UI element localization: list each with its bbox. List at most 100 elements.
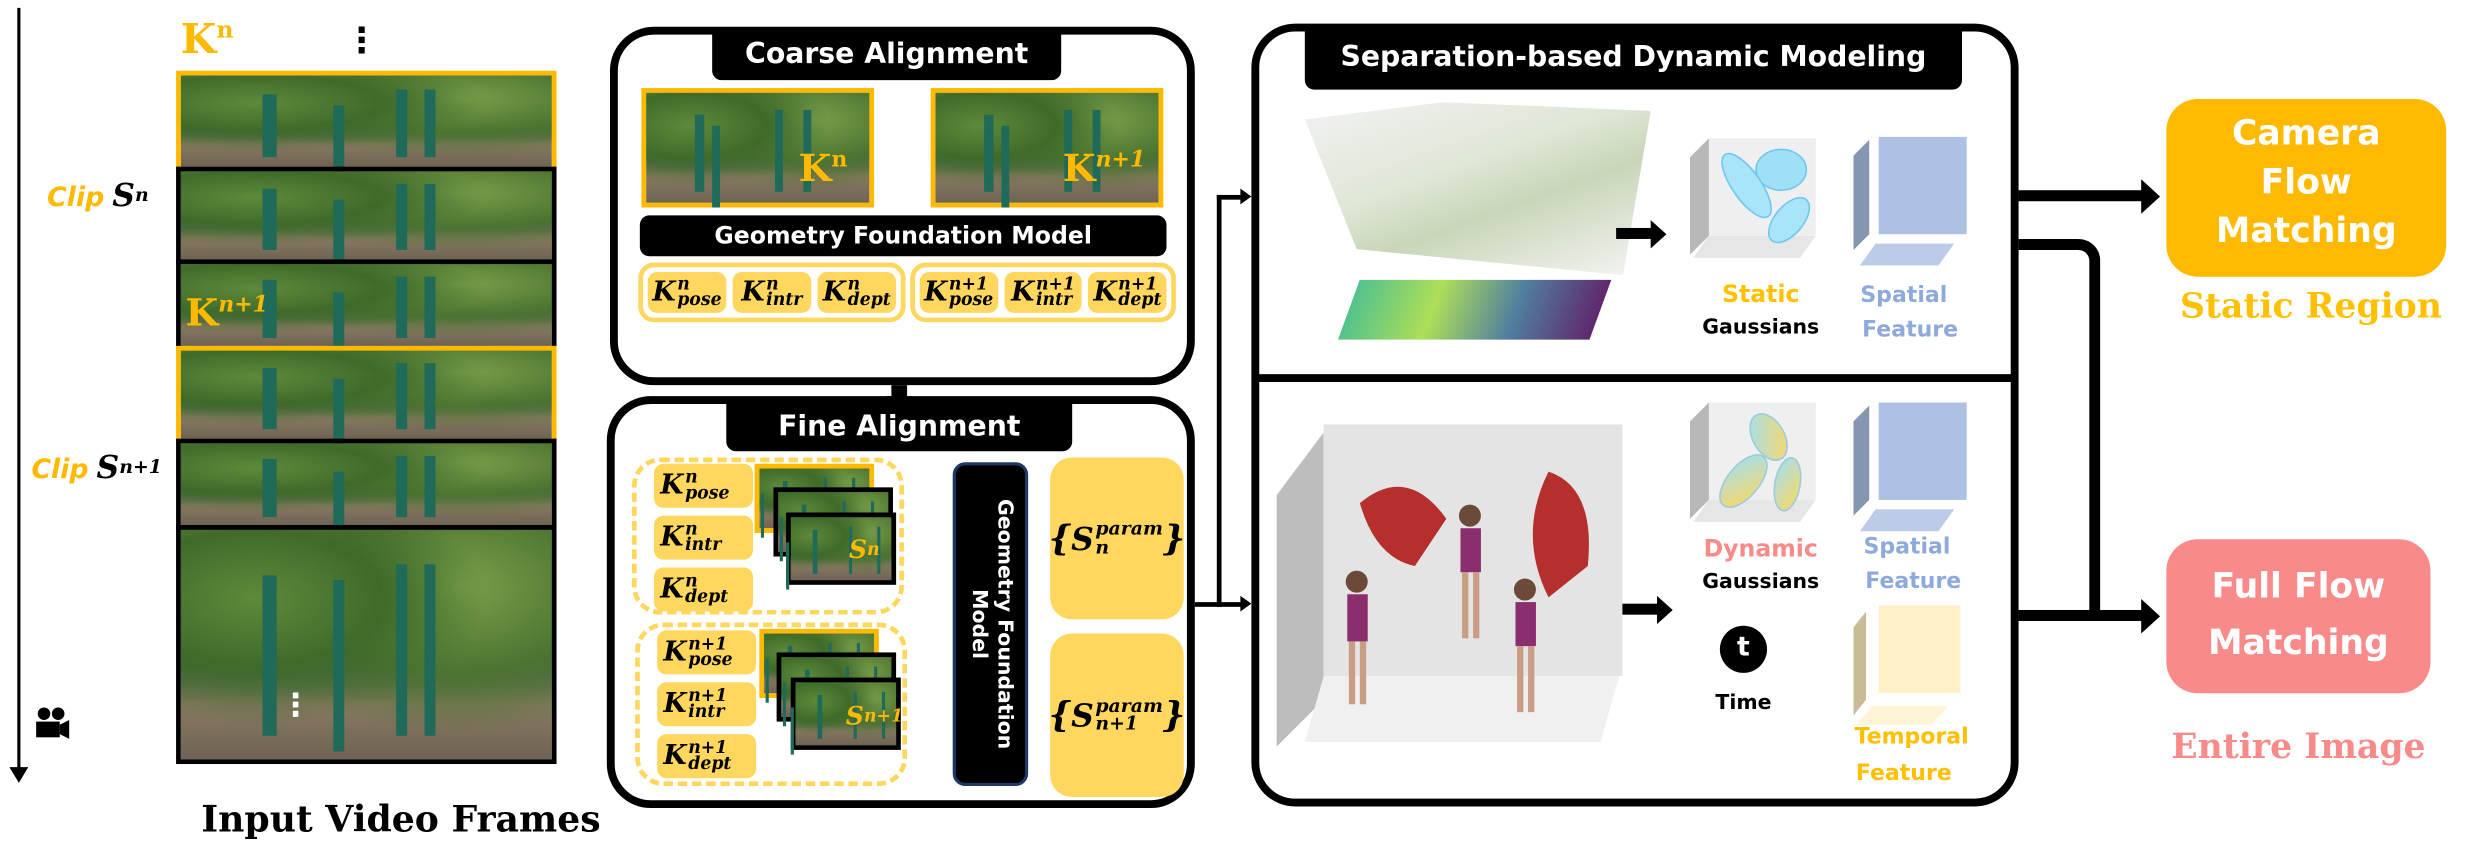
param-symbol-base: K [924, 276, 948, 309]
timeline-arrow [17, 7, 21, 771]
fine-geometry-model: Geometry Foundation Model [952, 462, 1029, 787]
static-spatial-feature-icon [1853, 136, 1967, 266]
dynamic-humans-figure [1345, 471, 1589, 713]
dynamic-spatial-feature-icon [1853, 402, 1967, 532]
fine-group-n1 [635, 622, 908, 787]
arrow-static-shaft [1616, 227, 1654, 239]
param-symbol-sub: pose [688, 649, 733, 670]
param-set-symbol-sup: param [1095, 517, 1163, 540]
video-frame [176, 438, 557, 530]
camera-flow-matching-box: Camera Flow Matching [2166, 99, 2447, 277]
param-symbol-sub: dept [847, 289, 891, 310]
param-symbol-base: K [1093, 276, 1117, 309]
full-flow-matching-box: Full Flow Matching [2166, 539, 2431, 694]
param-symbol-base: K [663, 636, 687, 669]
temporal-feature-word: Feature [1855, 760, 1952, 787]
coarse-frame-n [641, 88, 875, 208]
arrow-to-full-flow [2018, 609, 2145, 621]
coarse-geometry-model: Geometry Foundation Model [639, 215, 1167, 257]
coarse-frame-n1-key: Kn+1 [1062, 144, 1146, 191]
video-frame [176, 70, 557, 172]
param-symbol-sup: n [766, 272, 779, 294]
param-symbol-sub: pose [685, 482, 730, 504]
param-symbol-base: K [652, 276, 676, 309]
param-set-symbol-sub: n [1095, 535, 1110, 558]
separation-title: Separation-based Dynamic Modeling [1304, 26, 1962, 90]
dynamic-gaussians-icon [1690, 402, 1816, 522]
param-symbol-sup: n+1 [688, 736, 728, 758]
param-symbol-sup: n+1 [1035, 272, 1076, 294]
arrow-to-full-flow-head [2141, 598, 2161, 634]
temporal-feature-icon [1853, 605, 1961, 725]
coarse-frame-n1 [930, 88, 1164, 208]
param-symbol-sup: n [677, 272, 690, 294]
brace-open: { [1048, 518, 1072, 559]
camera-flow-line3: Matching [2215, 212, 2397, 252]
brace-close: } [1162, 694, 1186, 736]
param-symbol-sub: dept [685, 586, 729, 607]
param-symbol-sub: dept [1118, 289, 1162, 310]
static-gaussians-icon [1690, 138, 1816, 258]
arrow-to-dynamic [1216, 602, 1242, 607]
param-symbol-sup: n+1 [948, 272, 989, 294]
mid-key-label: Kn+1 [185, 289, 269, 335]
video-frame [176, 259, 557, 351]
param-symbol-sub: intr [685, 534, 722, 555]
time-icon: t [1719, 625, 1768, 673]
dynamic-word: Dynamic [1703, 534, 1818, 563]
param-symbol-base: K [741, 276, 765, 309]
connector-static-to-full [2018, 238, 2101, 614]
param-set-symbol-base: S [1071, 519, 1094, 558]
static-feature-word: Feature [1862, 317, 1959, 343]
static-depth-map [1337, 279, 1612, 340]
dynamic-gaussians-word: Gaussians [1702, 570, 1820, 595]
param-symbol-sup: n [685, 569, 698, 591]
param-symbol-sup: n [847, 272, 861, 294]
param-symbol-base: K [663, 740, 687, 772]
param-set-symbol-sub: n+1 [1095, 712, 1139, 735]
arrow-dynamic-shaft [1622, 603, 1661, 615]
camera-flow-line2: Flow [2260, 163, 2352, 203]
arrow-to-static-head [1240, 188, 1252, 205]
camera-flow-line1: Camera [2231, 114, 2381, 155]
param-symbol-base: K [660, 573, 684, 606]
arrow-coarse-to-fine [891, 385, 908, 398]
param-symbol-sup: n+1 [688, 632, 728, 654]
param-symbol-sub: dept [688, 753, 732, 774]
param-symbol-base: K [1011, 276, 1035, 309]
param-symbol-sub: pose [677, 289, 722, 310]
arrow-static-head [1650, 220, 1667, 249]
clip-n-stack-frame [786, 512, 897, 585]
param-set-symbol-base: S [1071, 696, 1094, 735]
param-symbol-base: K [660, 521, 684, 554]
param-symbol-base: K [663, 688, 687, 721]
static-point-cloud [1304, 102, 1651, 276]
timeline-arrowhead [9, 767, 29, 783]
param-symbol-sub: intr [688, 701, 725, 722]
